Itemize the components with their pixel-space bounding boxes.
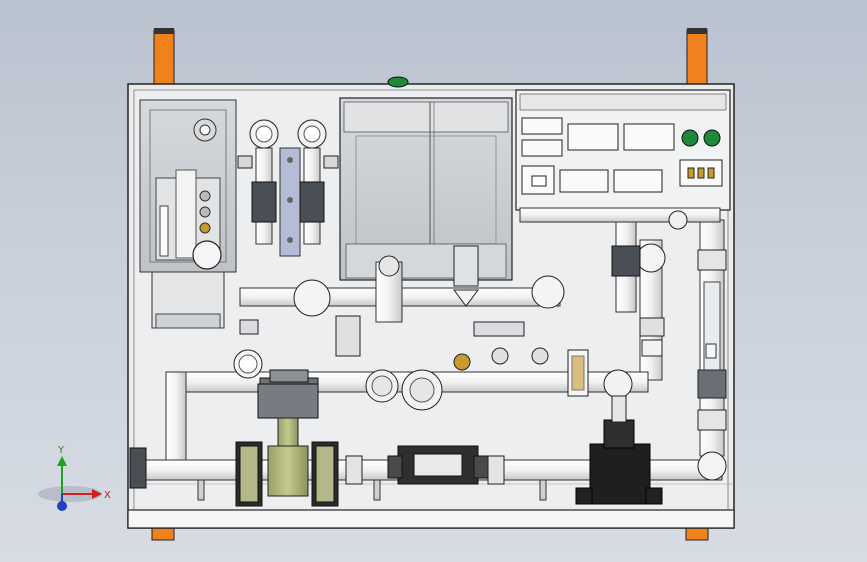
electromagnetic-flowmeter (235, 383, 339, 507)
axis-x-label: X (104, 490, 111, 501)
turbine-flowmeter (387, 445, 489, 485)
right-vertical-pipe (519, 207, 721, 381)
vortex-flowmeter (575, 395, 663, 505)
coordinate-triad (38, 456, 102, 511)
right-rotameter (697, 219, 727, 457)
support-legs (151, 28, 709, 541)
upper-horizontal-pipe (239, 245, 565, 323)
central-glass-tank (339, 97, 513, 281)
level-gauge-bracket (279, 147, 301, 257)
pipe-supports (197, 455, 547, 501)
axis-y-label: Y (58, 445, 65, 456)
upper-valves (237, 119, 339, 245)
left-water-tank (139, 99, 237, 329)
control-cabinet (515, 89, 731, 211)
